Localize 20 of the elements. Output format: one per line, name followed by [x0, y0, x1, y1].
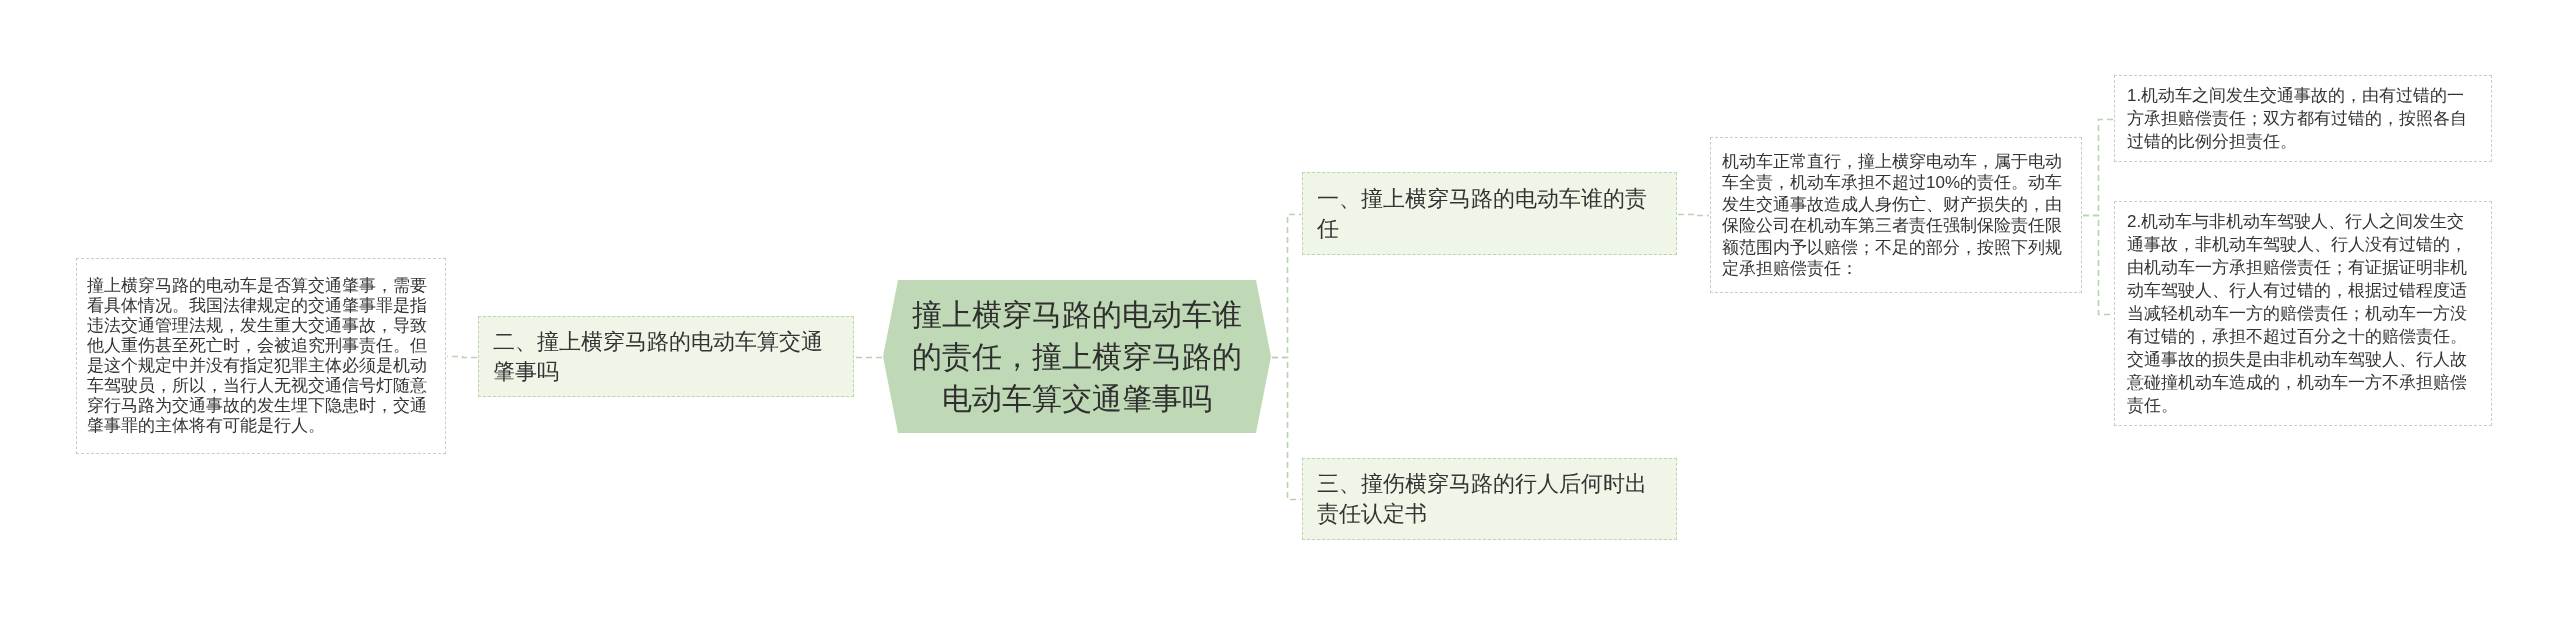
subtopic-text: 三、撞伤横穿马路的行人后何时出责任认定书 — [1316, 470, 1648, 528]
note-text: 1.机动车之间发生交通事故的，由有过错的一方承担赔偿责任；双方都有过错的，按照各自过错的比例分担责任。 — [2126, 85, 2468, 153]
central-topic-hexagon — [883, 280, 1271, 433]
subtopic-text: 一、撞上横穿马路的电动车谁的责任 — [1316, 184, 1648, 243]
subtopic-box — [1302, 458, 1677, 540]
note-box — [76, 258, 446, 454]
subtopic-box — [478, 316, 854, 397]
central-topic-text: 撞上横穿马路的电动车谁的责任，撞上横穿马路的电动车算交通肇事吗 — [911, 296, 1243, 417]
note-text: 机动车正常直行，撞上横穿电动车，属于电动车全责，机动车承担不超过10%的责任。动车发生交通事故造成人身伤亡、财产损失的，由保险公司在机动车第三者责任强制保险责任限额范围内予以赔偿；不足的部分，按照下列规定承担赔偿责任： — [1721, 150, 2064, 280]
note-text: 2.机动车与非机动车驾驶人、行人之间发生交通事故，非机动车驾驶人、行人没有过错的，由机动车一方承担赔偿责任；有证据证明非机动车驾驶人、行人有过错的，根据过错程度适当减轻机动车一方的赔偿责任；机动车一方没有过错的，承担不超过百分之十的赔偿责任。交通事故的损失是由非机动车驾驶人、行人故意碰撞机动车造成的，机动车一方不承担赔偿责任。 — [2126, 211, 2468, 417]
subtopic-box — [1302, 172, 1677, 255]
subtopic-text: 二、撞上横穿马路的电动车算交通肇事吗 — [492, 327, 824, 386]
connector-line — [854, 356, 883, 359]
note-box — [1710, 137, 2082, 293]
connector-line — [1677, 213, 1710, 217]
connector-line — [1271, 356, 1302, 501]
connector-line — [446, 355, 478, 359]
note-text: 撞上横穿马路的电动车是否算交通肇事，需要看具体情况。我国法律规定的交通肇事罪是指违法交通管理法规，发生重大交通事故，导致他人重伤甚至死亡时，会被追究刑事责任。但是这个规定中并没有指定犯罪主体必须是机动车驾驶员，所以，当行人无视交通信号灯随意穿行马路为交通事故的发生埋下隐患时，交通肇事罪的主体将有可能是行人。 — [86, 276, 428, 436]
note-box — [2114, 201, 2492, 426]
note-box — [2114, 75, 2492, 162]
